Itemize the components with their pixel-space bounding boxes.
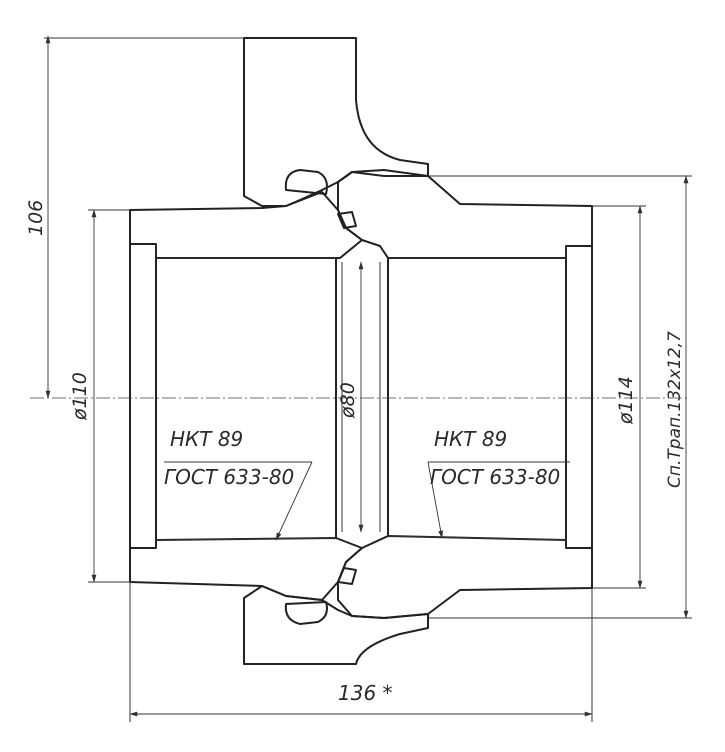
left-body-lower-wall <box>129 537 363 601</box>
left-callout-title: НКТ 89 <box>170 427 243 451</box>
dim-114-label: ø114 <box>615 376 637 425</box>
upper-nut-section <box>243 37 429 207</box>
bore-outline <box>129 243 593 549</box>
left-callout-standard: ГОСТ 633-80 <box>164 465 294 489</box>
seal-rings <box>337 211 357 585</box>
dim-110-label: ø110 <box>69 372 91 421</box>
lower-nut-section <box>243 585 429 665</box>
left-callout: НКТ 89 ГОСТ 633-80 <box>164 427 313 541</box>
dim-80-label: ø80 <box>337 382 359 419</box>
left-body-upper-wall <box>129 191 363 259</box>
right-callout-standard: ГОСТ 633-80 <box>430 465 560 489</box>
right-body-lower-wall <box>337 535 593 619</box>
dimension-lines <box>44 35 692 722</box>
right-callout-title: НКТ 89 <box>434 427 507 451</box>
thread-spec-label: Сп.Трап.132x12,7 <box>665 331 685 488</box>
right-body-upper-wall <box>337 169 593 259</box>
dim-136-label: 136 * <box>338 681 393 705</box>
dim-106-label: 106 <box>25 200 47 236</box>
right-callout: НКТ 89 ГОСТ 633-80 <box>427 427 570 539</box>
